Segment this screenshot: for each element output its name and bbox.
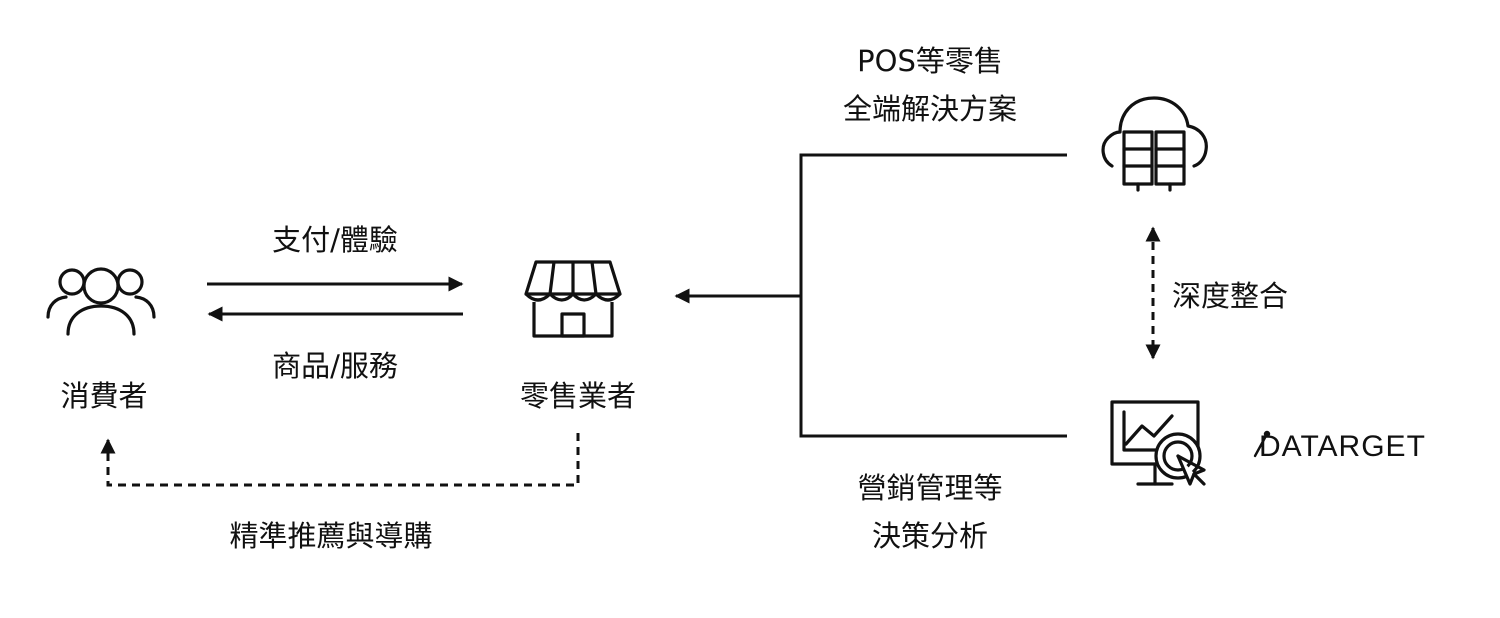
marketing-label-line1: 營銷管理等 (857, 471, 1003, 505)
cloud-server-icon (1098, 88, 1210, 198)
recommend-dashed-path (100, 433, 580, 487)
marketing-label-line2: 決策分析 (871, 519, 988, 553)
systems-bracket (799, 153, 1067, 438)
consumer-label: 消費者 (60, 379, 148, 413)
payment-label: 支付/體驗 (272, 223, 398, 257)
store-icon (522, 258, 624, 344)
retailer-label: 零售業者 (519, 379, 636, 413)
dataraget-logo: DATARGET (1253, 430, 1425, 464)
integration-label: 深度整合 (1172, 279, 1289, 313)
goods-label: 商品/服務 (272, 349, 398, 383)
users-icon (44, 262, 158, 340)
pos-label-line2: 全端解決方案 (842, 92, 1017, 126)
pos-label-line1: POS等零售 (857, 44, 1003, 78)
recommend-label: 精準推薦與導購 (229, 519, 433, 553)
brand-text: DATARGET (1259, 430, 1426, 463)
analytics-monitor-icon (1108, 398, 1212, 494)
